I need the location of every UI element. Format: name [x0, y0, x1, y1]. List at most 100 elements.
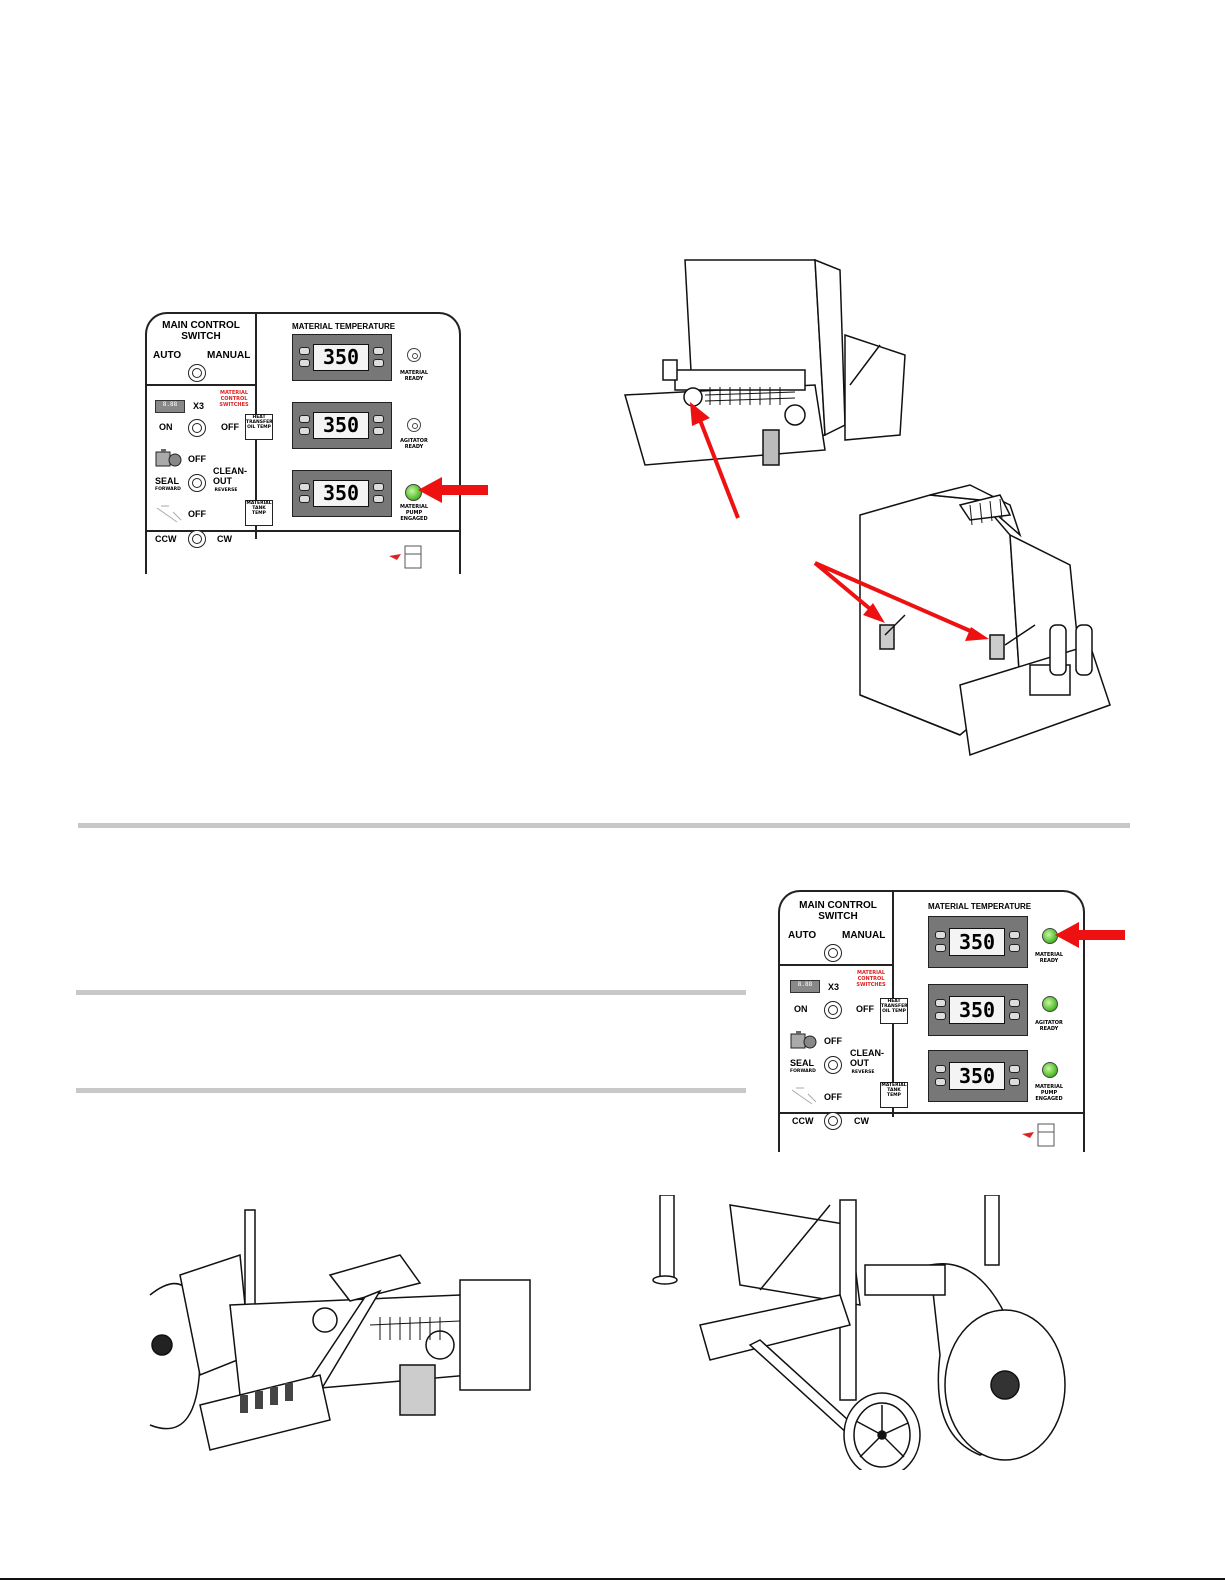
- section-divider: [78, 823, 1130, 828]
- arrow-drain-valve-icon: [690, 402, 740, 519]
- temp-controller-2: 350: [292, 402, 392, 449]
- material-pump-engaged-label: MATERIAL PUMP ENGAGED: [1034, 1084, 1064, 1102]
- forward-label: FORWARD: [155, 487, 181, 492]
- ctrl3-menu-button[interactable]: [1009, 1065, 1020, 1073]
- pump-motor-icon: [790, 1031, 817, 1049]
- off-label: OFF: [221, 422, 239, 432]
- on-label: ON: [159, 422, 173, 432]
- material-ready-label: MATERIAL READY: [399, 370, 429, 382]
- ctrl2-menu-button[interactable]: [373, 415, 384, 423]
- control-panel-b: MAIN CONTROL SWITCH AUTO MANUAL 8.88 X3 …: [778, 890, 1085, 1152]
- mini-display-icon: 8.88: [155, 400, 185, 413]
- cw-label: CW: [854, 1116, 869, 1126]
- ctrl2-display: 350: [949, 996, 1005, 1024]
- agitator-knob[interactable]: [824, 1112, 842, 1130]
- material-pump-engaged-label: MATERIAL PUMP ENGAGED: [399, 504, 429, 522]
- manual-label: MANUAL: [842, 930, 886, 941]
- agitator-ready-led: [407, 418, 421, 432]
- ctrl2-menu-button[interactable]: [1009, 999, 1020, 1007]
- ctrl1-menu-button[interactable]: [373, 347, 384, 355]
- ccw-label: CCW: [155, 534, 177, 544]
- note-divider-bottom: [76, 1088, 746, 1093]
- material-ready-led: [407, 348, 421, 362]
- pump-motor-icon: [155, 449, 182, 467]
- material-temperature-title: MATERIAL TEMPERATURE: [928, 902, 1032, 911]
- note-divider-top: [76, 990, 746, 995]
- ctrl2-up-button[interactable]: [299, 415, 310, 423]
- seal-label: SEAL: [155, 476, 180, 486]
- heat-transfer-tag: HEAT TRANSFER OIL TEMP: [880, 998, 908, 1024]
- agitator-knob[interactable]: [188, 530, 206, 548]
- hopper-icon: [389, 545, 422, 569]
- temp-controller-3: 350: [292, 470, 392, 517]
- agitator-ready-label: AGITATOR READY: [1035, 1020, 1063, 1032]
- seal-off-label: OFF: [824, 1036, 842, 1046]
- ctrl3-set-button[interactable]: [373, 495, 384, 503]
- ctrl2-display: 350: [313, 412, 369, 439]
- ctrl3-set-button[interactable]: [1009, 1078, 1020, 1086]
- ctrl1-down-button[interactable]: [299, 359, 310, 367]
- ctrl2-down-button[interactable]: [935, 1012, 946, 1020]
- ctrl3-display: 350: [949, 1062, 1005, 1090]
- ctrl3-up-button[interactable]: [299, 483, 310, 491]
- agitator-ready-label: AGITATOR READY: [400, 438, 428, 450]
- temp-controller-1: 350: [928, 916, 1028, 968]
- hopper-icon: [1022, 1123, 1055, 1147]
- ctrl2-set-button[interactable]: [1009, 1012, 1020, 1020]
- agitator-off-label: OFF: [188, 509, 206, 519]
- heat-transfer-tag: HEAT TRANSFER OIL TEMP: [245, 414, 273, 440]
- reverse-label: REVERSE: [214, 488, 238, 493]
- x3-label: X3: [193, 401, 205, 411]
- main-control-title: MAIN CONTROL SWITCH: [162, 320, 240, 342]
- seal-knob[interactable]: [188, 474, 206, 492]
- seal-off-label: OFF: [188, 454, 206, 464]
- ctrl3-up-button[interactable]: [935, 1065, 946, 1073]
- seal-knob[interactable]: [824, 1056, 842, 1074]
- x3-label: X3: [828, 982, 840, 992]
- arrows-side-valves-icon: [813, 561, 989, 641]
- ctrl1-display: 350: [313, 344, 369, 371]
- cw-label: CW: [217, 534, 232, 544]
- ctrl1-menu-button[interactable]: [1009, 931, 1020, 939]
- clean-out-label: CLEAN-OUT: [850, 1048, 884, 1068]
- ctrl1-set-button[interactable]: [373, 359, 384, 367]
- material-pump-engaged-led: [405, 484, 422, 501]
- arrow-material-ready-icon: [1055, 922, 1125, 948]
- material-ready-label: MATERIAL READY: [1034, 952, 1064, 964]
- manual-label: MANUAL: [207, 350, 251, 361]
- agitator-icon: [791, 1087, 817, 1105]
- main-control-knob[interactable]: [188, 364, 206, 382]
- material-temperature-title: MATERIAL TEMPERATURE: [292, 322, 396, 331]
- ctrl1-down-button[interactable]: [935, 944, 946, 952]
- material-control-knob[interactable]: [188, 419, 206, 437]
- clean-out-label: CLEAN-OUT: [213, 466, 247, 486]
- ctrl3-menu-button[interactable]: [373, 483, 384, 491]
- ctrl1-up-button[interactable]: [299, 347, 310, 355]
- material-control-knob[interactable]: [824, 1001, 842, 1019]
- ctrl1-up-button[interactable]: [935, 931, 946, 939]
- ccw-label: CCW: [792, 1116, 814, 1126]
- ctrl1-display: 350: [949, 928, 1005, 956]
- on-label: ON: [794, 1004, 808, 1014]
- main-control-title: MAIN CONTROL SWITCH: [799, 900, 877, 922]
- agitator-icon: [156, 505, 182, 523]
- ctrl1-set-button[interactable]: [1009, 944, 1020, 952]
- temp-controller-3: 350: [928, 1050, 1028, 1102]
- tow-dolly-illustration: [652, 1195, 1066, 1470]
- hose-rack-illustration: [149, 1209, 531, 1451]
- control-panel-a: MAIN CONTROL SWITCH AUTO MANUAL 8.88 X3 …: [145, 312, 461, 574]
- ctrl2-set-button[interactable]: [373, 427, 384, 435]
- ctrl2-up-button[interactable]: [935, 999, 946, 1007]
- arrow-pump-engaged-icon: [418, 477, 488, 503]
- material-tank-tag: MATERIAL TANK TEMP: [880, 1082, 908, 1108]
- ctrl3-display: 350: [313, 480, 369, 507]
- seal-label: SEAL: [790, 1058, 815, 1068]
- agitator-off-label: OFF: [824, 1092, 842, 1102]
- off-label: OFF: [856, 1004, 874, 1014]
- material-control-switches-label: MATERIAL CONTROL SWITCHES: [219, 390, 249, 408]
- ctrl3-down-button[interactable]: [935, 1078, 946, 1086]
- main-control-knob[interactable]: [824, 944, 842, 962]
- ctrl2-down-button[interactable]: [299, 427, 310, 435]
- ctrl3-down-button[interactable]: [299, 495, 310, 503]
- agitator-ready-led: [1042, 996, 1058, 1012]
